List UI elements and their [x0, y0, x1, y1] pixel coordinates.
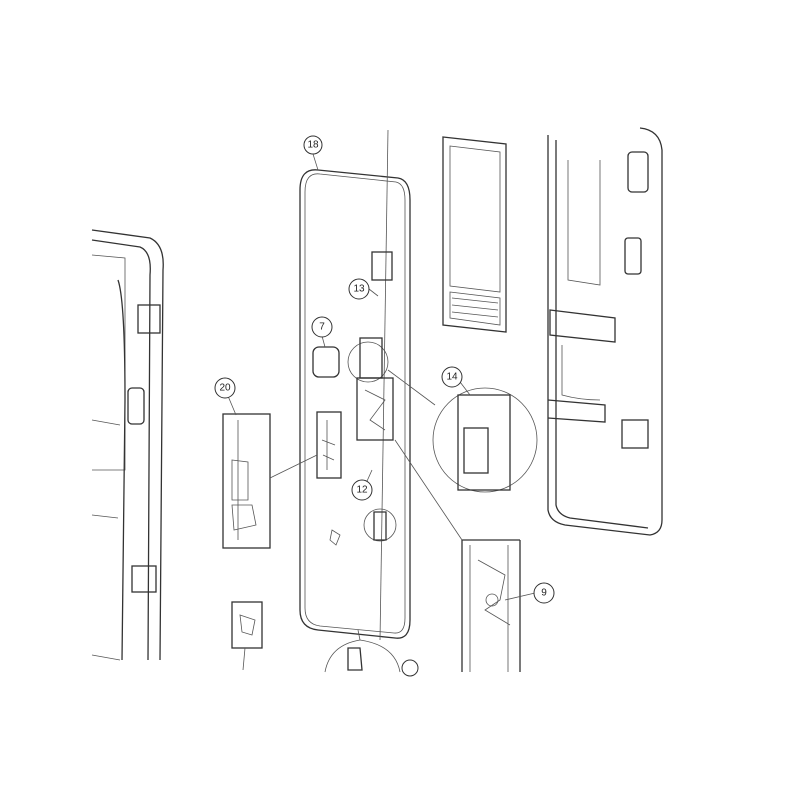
callout-label: 13 [353, 284, 365, 295]
callout-label: 18 [307, 140, 319, 151]
callout-20: 20 [214, 377, 236, 399]
callout-18: 18 [303, 135, 323, 155]
callout-label: 20 [219, 383, 231, 394]
callout-7: 7 [311, 316, 333, 338]
window-frame [442, 136, 507, 333]
actuator-detail [222, 413, 318, 549]
bracket-detail [231, 601, 263, 671]
callout-label: 12 [356, 485, 368, 496]
callout-9: 9 [533, 582, 555, 604]
callout-12: 12 [351, 479, 373, 501]
right-door [547, 127, 663, 536]
handle-recess [312, 346, 340, 378]
lock-detail [387, 369, 538, 493]
lower-latch-detail [324, 629, 419, 677]
left-door-frame [91, 229, 164, 661]
callout-label: 14 [446, 372, 458, 383]
callout-13: 13 [348, 278, 370, 300]
callout-14: 14 [441, 366, 463, 388]
latch-mechanism-detail [394, 439, 521, 672]
callout-label: 9 [541, 588, 547, 599]
door-panel [299, 129, 411, 641]
callout-label: 7 [319, 322, 325, 333]
